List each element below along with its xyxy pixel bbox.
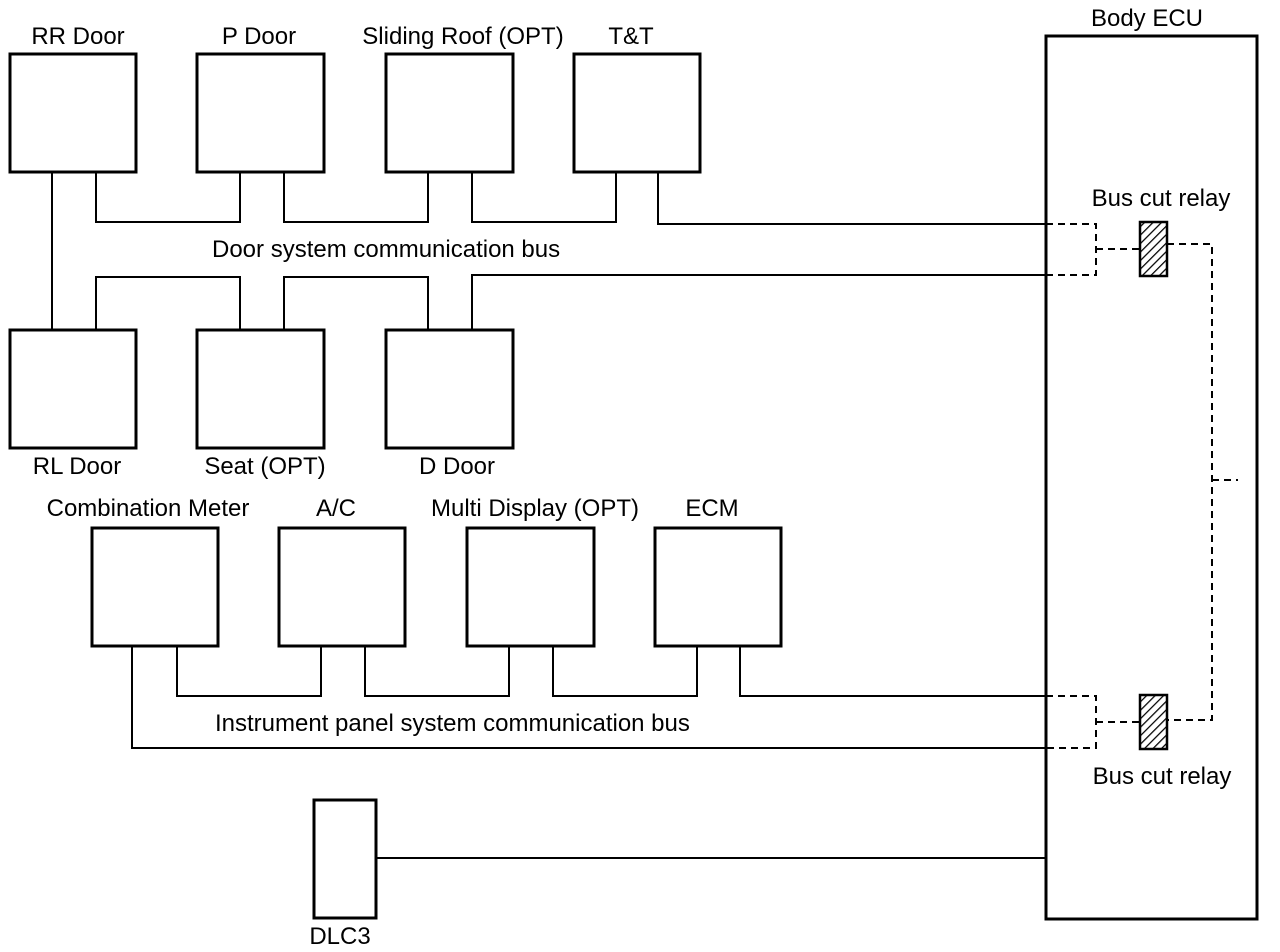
top-bus-cut-relay (1138, 220, 1169, 278)
multi-display-box (465, 526, 596, 648)
ecm-box (653, 526, 783, 648)
sliding-roof-label: Sliding Roof (OPT) (362, 23, 563, 50)
t-and-t-box (572, 52, 702, 174)
combination-meter-box (90, 526, 220, 648)
p-door-box (195, 52, 326, 174)
panel-bus-upper-wire (552, 646, 698, 697)
dlc3-label: DLC3 (309, 923, 370, 950)
rl-door-box (8, 328, 138, 450)
door-bus-upper-wire (95, 172, 241, 223)
door-bus-upper-wire (283, 172, 429, 223)
body-ecu-box (1044, 34, 1259, 921)
p-door-label: P Door (222, 23, 296, 50)
ecm-label: ECM (685, 495, 738, 522)
ac-label: A/C (316, 495, 356, 522)
d-door-label: D Door (419, 453, 495, 480)
panel-bus-upper-wire (176, 646, 322, 697)
seat-label: Seat (OPT) (204, 453, 325, 480)
door-bus-upper-wire (657, 172, 1046, 225)
door-bus-upper-wire (471, 172, 617, 223)
top-relay-label: Bus cut relay (1092, 185, 1231, 212)
seat-box (195, 328, 326, 450)
rr-door-label: RR Door (31, 23, 124, 50)
door-bus-lower-wire (283, 276, 429, 330)
door-bus-lower-wire (471, 274, 1046, 330)
rr-door-box (8, 52, 138, 174)
bottom-bus-cut-relay (1138, 693, 1169, 751)
ac-box (277, 526, 407, 648)
combination-meter-label: Combination Meter (47, 495, 250, 522)
panel-bus-lower-wire (131, 646, 1046, 749)
rl-door-label: RL Door (33, 453, 121, 480)
door-bus-label: Door system communication bus (212, 236, 560, 263)
sliding-roof-box (384, 52, 515, 174)
d-door-box (384, 328, 515, 450)
bottom-relay-label: Bus cut relay (1093, 763, 1232, 790)
t-and-t-label: T&T (608, 23, 654, 50)
door-bus-lower-wire (95, 276, 241, 330)
panel-bus-label: Instrument panel system communication bu… (215, 710, 690, 737)
multi-display-label: Multi Display (OPT) (431, 495, 639, 522)
dlc3-box (312, 798, 378, 920)
panel-bus-upper-wire (739, 646, 1046, 697)
body-ecu-label: Body ECU (1091, 5, 1203, 32)
panel-bus-upper-wire (364, 646, 510, 697)
relay-link-dashed-wire (1167, 243, 1213, 721)
